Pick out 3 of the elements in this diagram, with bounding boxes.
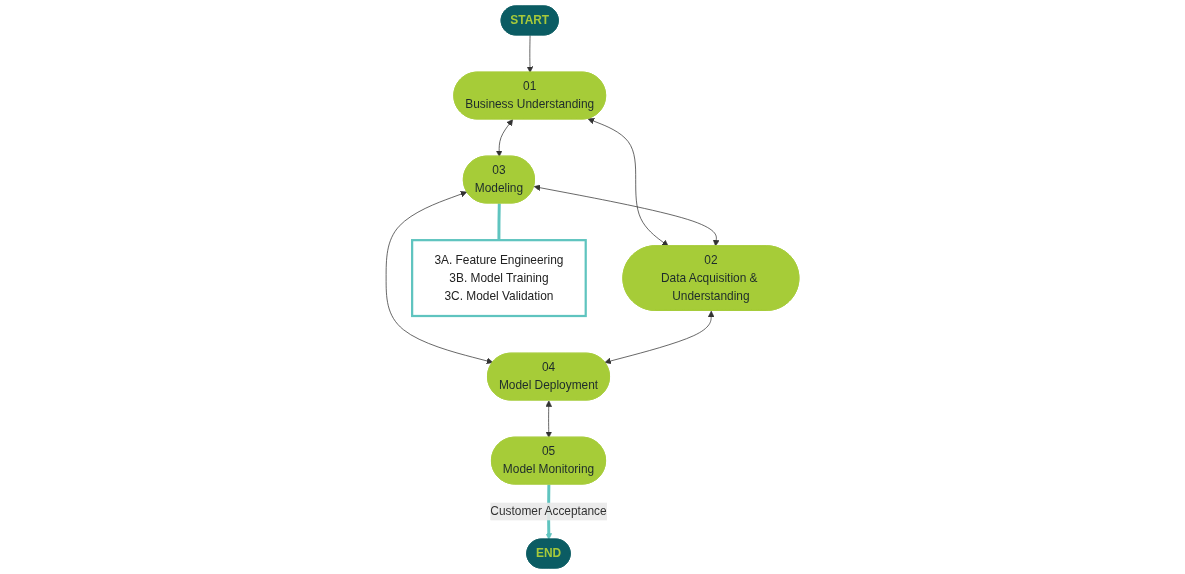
node-box: 3A. Feature Engineering 3B. Model Training 3C. Model Validation — [411, 239, 587, 318]
connector — [497, 203, 501, 241]
edge-label: Customer Acceptance — [490, 504, 607, 518]
